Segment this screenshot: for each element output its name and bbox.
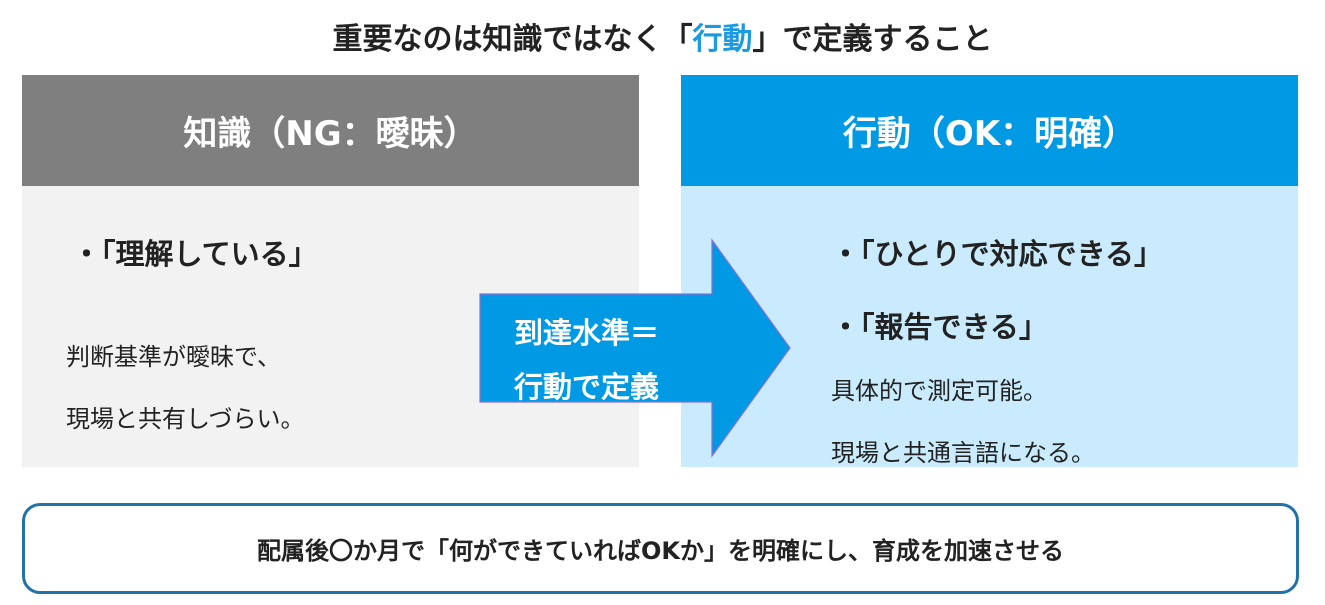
title-text-end: 」で定義すること (752, 22, 993, 57)
bullet-item: ・「報告できる」 (831, 310, 1048, 344)
bullet-item: ・「ひとりで対応できる」 (831, 237, 1164, 271)
knowledge-note: 判断基準が曖昧で、 現場と共有しづらい。 (66, 326, 305, 450)
arrow-line: 行動で定義 (514, 370, 660, 404)
bullet-item: ・「理解している」 (72, 237, 318, 271)
note-line: 具体的で測定可能。 (831, 377, 1047, 405)
action-body: ・「ひとりで対応できる」 ・「報告できる」 具体的で測定可能。 現場と共通言語に… (681, 186, 1298, 467)
note-line: 現場と共通言語になる。 (831, 439, 1095, 467)
summary-box: 配属後〇か月で「何ができていればOKか」を明確にし、育成を加速させる (22, 503, 1299, 594)
arrow-label: 到達水準＝ 行動で定義 (514, 306, 659, 414)
action-panel: 行動（OK：明確） ・「ひとりで対応できる」 ・「報告できる」 具体的で測定可能… (681, 75, 1298, 467)
knowledge-header: 知識（NG：曖昧） (22, 75, 639, 186)
action-header: 行動（OK：明確） (681, 75, 1298, 186)
arrow-line: 到達水準＝ (514, 316, 660, 350)
action-note: 具体的で測定可能。 現場と共通言語になる。 (831, 360, 1095, 484)
note-line: 現場と共有しづらい。 (66, 405, 305, 433)
arrow-shape (479, 238, 791, 458)
title-text: 重要なのは知識ではなく「 (332, 22, 693, 57)
slide-title: 重要なのは知識ではなく「行動」で定義すること (0, 14, 1325, 58)
note-line: 判断基準が曖昧で、 (66, 343, 282, 371)
title-highlight: 行動 (692, 22, 753, 57)
summary-text: 配属後〇か月で「何ができていればOKか」を明確にし、育成を加速させる (257, 537, 1064, 565)
